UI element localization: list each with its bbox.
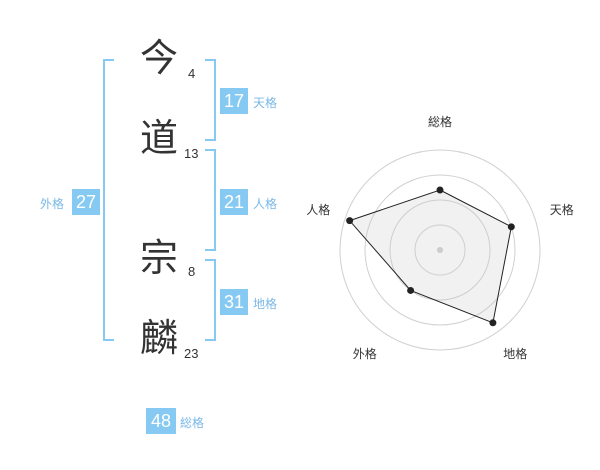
stroke-count-4: 23 [184, 346, 199, 361]
name-char-4: 麟 [140, 316, 179, 360]
radar-point-1 [436, 186, 444, 194]
jinkaku-value: 21 [220, 189, 248, 215]
name-char-1: 今 [140, 36, 179, 80]
chikaku-value: 31 [220, 289, 248, 315]
tenkaku-bracket [205, 59, 216, 141]
radar-axis-label-2: 天格 [549, 203, 574, 218]
stroke-count-2: 13 [184, 146, 199, 161]
radar-series [348, 189, 512, 324]
radar-axis-label-5: 人格 [306, 203, 331, 218]
name-char-2: 道 [140, 116, 179, 160]
radar-center [437, 247, 443, 253]
radar-point-5 [346, 217, 354, 225]
radar-point-4 [407, 286, 415, 294]
jinkaku-bracket [205, 149, 216, 251]
radar-point-2 [507, 223, 515, 231]
radar-axis-label-4: 外格 [352, 346, 377, 361]
chikaku-bracket [205, 259, 216, 341]
jinkaku-label: 人格 [253, 197, 278, 211]
radar-axis-label-1: 総格 [427, 115, 453, 129]
soukaku-label: 総格 [180, 416, 205, 430]
radar-axis-label-3: 地格 [503, 346, 528, 361]
stroke-count-3: 8 [188, 264, 196, 279]
radar-point-3 [489, 319, 497, 327]
gaikaku-value: 27 [72, 189, 100, 215]
tenkaku-value: 17 [220, 88, 248, 114]
gaikaku-label: 外格 [40, 197, 65, 211]
tenkaku-label: 天格 [253, 96, 278, 110]
stroke-count-1: 4 [188, 66, 196, 81]
name-char-3: 宗 [140, 236, 179, 280]
soukaku-value: 48 [146, 408, 176, 434]
chikaku-label: 地格 [253, 297, 278, 311]
